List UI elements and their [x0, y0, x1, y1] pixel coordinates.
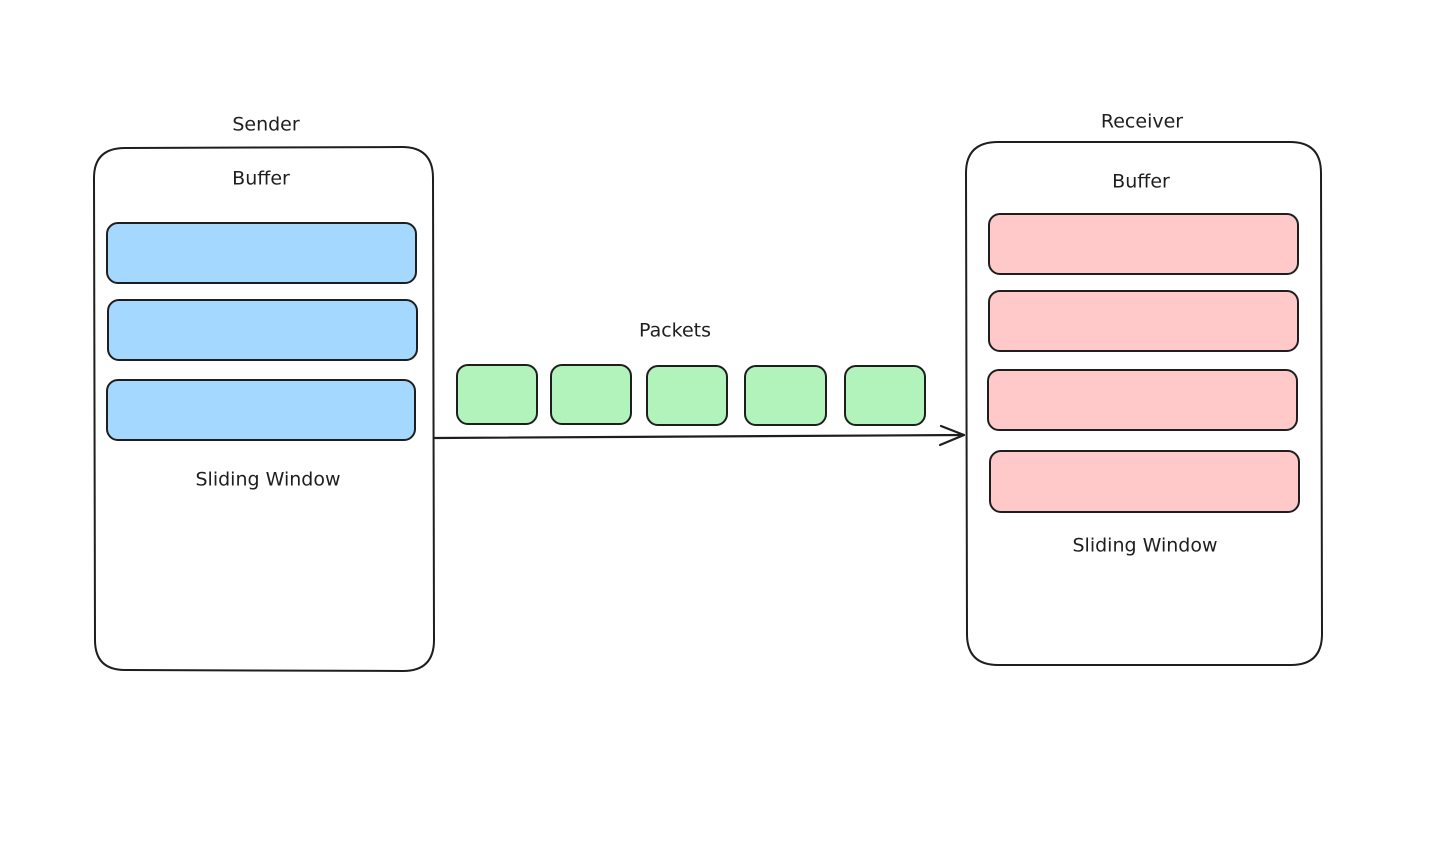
- arrow-line: [433, 433, 966, 440]
- receiver-buffer-slot: [989, 450, 1300, 513]
- transfer-arrow: [433, 424, 966, 447]
- packets-group: Packets: [456, 320, 926, 426]
- sender-buffer-slot: [106, 222, 417, 284]
- packet: [844, 365, 926, 426]
- receiver-title: Receiver: [1101, 111, 1183, 133]
- packet: [456, 364, 538, 425]
- sender-window-label: Sliding Window: [195, 469, 340, 491]
- arrow-head: [938, 424, 966, 447]
- packet: [646, 365, 728, 426]
- receiver-buffer-slot: [987, 369, 1298, 431]
- receiver-buffer-label: Buffer: [1112, 171, 1170, 193]
- sender-buffer-slot: [106, 379, 416, 441]
- sender-buffer-slot: [107, 299, 418, 361]
- sender-title: Sender: [232, 114, 300, 136]
- receiver-buffer-slot: [988, 290, 1299, 352]
- sender-buffer-label: Buffer: [232, 168, 290, 190]
- packet: [550, 364, 632, 425]
- receiver-node: Receiver Buffer Sliding Window: [965, 111, 1323, 666]
- sender-node: Sender Buffer Sliding Window: [93, 114, 435, 672]
- packet: [744, 365, 827, 426]
- receiver-window-label: Sliding Window: [1072, 535, 1217, 557]
- packets-label: Packets: [639, 320, 711, 342]
- receiver-buffer-slot: [988, 213, 1299, 275]
